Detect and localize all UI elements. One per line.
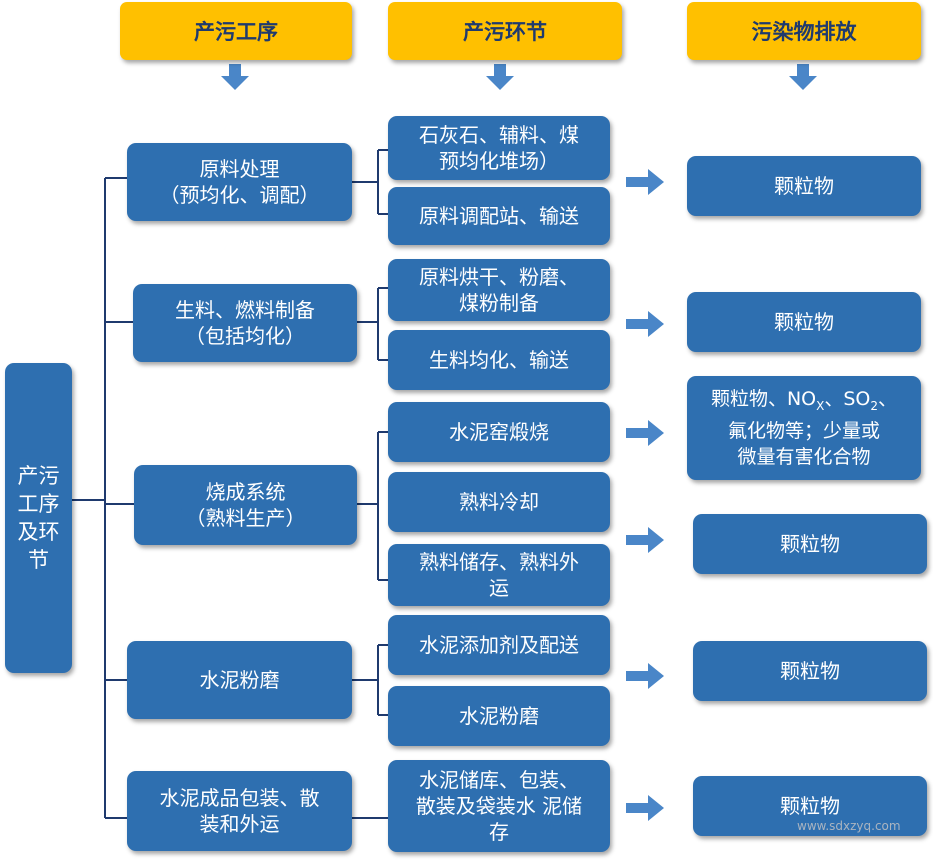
right-arrow-icon [626,311,664,337]
header-stage: 产污环节 [388,2,622,60]
stage-box-0: 石灰石、辅料、煤预均化堆场） [388,116,610,180]
stage-box-6: 熟料储存、熟料外运 [388,544,610,606]
watermark-text: www.sdxzyq.com [797,819,901,833]
stage-box-2: 原料烘干、粉磨、煤粉制备 [388,259,610,321]
root-box: 产污工序及环节 [5,363,72,673]
emission-box-1: 颗粒物 [687,292,921,352]
process-box-burning: 烧成系统（熟料生产） [134,465,357,545]
stage-box-1: 原料调配站、输送 [388,187,610,245]
header-process: 产污工序 [120,2,352,60]
stage-box-9: 水泥储库、包装、散装及袋装水 泥储存 [388,760,610,852]
down-arrow-icon [486,64,514,90]
stage-box-8: 水泥粉磨 [388,686,610,746]
process-box-raw-material: 原料处理（预均化、调配） [127,143,352,221]
stage-box-7: 水泥添加剂及配送 [388,615,610,675]
stage-box-5: 熟料冷却 [388,472,610,532]
down-arrow-icon [789,64,817,90]
right-arrow-icon [626,169,664,195]
emission-box-4: 颗粒物 [693,641,927,701]
header-emission: 污染物排放 [687,2,921,60]
root-label: 产污工序及环节 [17,464,60,572]
emission-box-2: 颗粒物、NOX、SO2、 氟化物等；少量或 微量有害化合物 [687,376,921,480]
emission-box-0: 颗粒物 [687,156,921,216]
right-arrow-icon [626,420,664,446]
down-arrow-icon [221,64,249,90]
emission-box-3: 颗粒物 [693,514,927,574]
stage-box-4: 水泥窑煅烧 [388,402,610,462]
process-box-raw-meal-fuel: 生料、燃料制备（包括均化） [133,284,357,362]
stage-box-3: 生料均化、输送 [388,330,610,390]
process-box-packing: 水泥成品包装、散装和外运 [127,771,352,851]
right-arrow-icon [626,795,664,821]
emission-box-5: 颗粒物 [693,776,927,836]
right-arrow-icon [626,663,664,689]
process-box-cement-grinding: 水泥粉磨 [127,641,352,719]
right-arrow-icon [626,527,664,553]
